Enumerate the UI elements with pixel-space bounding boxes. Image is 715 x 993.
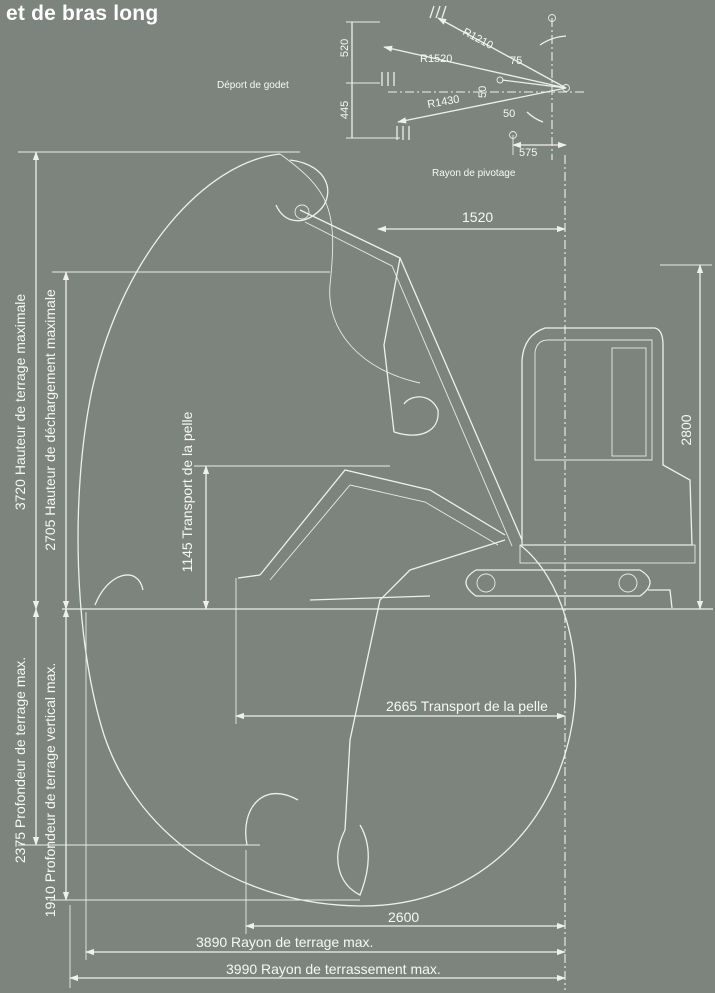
- inset-arm-line: [501, 79, 567, 89]
- angle-50-arc: [526, 111, 544, 123]
- bucket-offset-label: Déport de godet: [217, 80, 289, 91]
- max-vertical-depth-label: 1910 Profondeur de terrage vertical max.: [42, 663, 58, 917]
- cab-window-frame: [534, 339, 653, 461]
- bucket-max-height: [275, 159, 329, 222]
- angle-75-label: 75: [510, 55, 522, 67]
- track-idler-front: [476, 573, 496, 593]
- max-dig-depth-label: 2375 Profondeur de terrage max.: [12, 657, 28, 863]
- arm-dump: [383, 257, 401, 433]
- max-dig-height-label: 3720 Hauteur de terrage maximale: [12, 294, 28, 511]
- boom-poses: [94, 159, 523, 896]
- bucket-offset-inset: [346, 5, 585, 160]
- radius-r1430-label: R1430: [426, 94, 460, 111]
- dim-520-label: 520: [339, 39, 351, 57]
- ground-reach-label: 3890 Rayon de terrage max.: [196, 934, 373, 950]
- page-title: et de bras long: [6, 2, 159, 25]
- bucket-depth-reach: [245, 793, 299, 846]
- arm-max-depth: [344, 539, 506, 831]
- track-sprocket-rear: [618, 573, 638, 593]
- bucket-max-depth: [337, 824, 369, 896]
- dump-envelope-curve: [279, 153, 421, 384]
- bucket-symbol-top: [429, 5, 447, 19]
- arm-ground-level: [309, 595, 431, 601]
- angle-50-label: 50: [503, 108, 515, 120]
- crawler-track: [465, 569, 651, 597]
- max-dump-height-label: 2705 Hauteur de déchargement maximale: [42, 289, 58, 551]
- dim-575-label: 575: [519, 147, 537, 159]
- dim-1520-label: 1520: [462, 209, 493, 225]
- transport-height-label: 1145 Transport de la pelle: [179, 411, 195, 572]
- boom-transport-inner: [269, 484, 499, 581]
- digging-envelope-curve: [77, 153, 577, 907]
- angle-75-arc: [539, 35, 567, 46]
- dim-445-label: 445: [339, 101, 351, 119]
- radius-r1520-label: R1520: [420, 53, 452, 65]
- dim-2600-label: 2600: [388, 909, 419, 925]
- bucket-dump: [393, 396, 439, 436]
- cab-door: [611, 347, 647, 457]
- bucket-transport: [237, 574, 261, 579]
- angle-50-vertical-label: 50: [477, 86, 489, 98]
- boom-max-height-inner: [304, 221, 513, 547]
- radius-r1430-line: [397, 87, 567, 124]
- cab-body: [521, 327, 693, 546]
- inset-pivot-top: [548, 14, 556, 22]
- radius-r1520-line: [383, 45, 567, 89]
- max-reach-label: 3990 Rayon de terrassement max.: [226, 961, 441, 977]
- radius-r1210-line: [437, 17, 567, 89]
- excavator-machine: [465, 327, 696, 609]
- dozer-blade: [648, 589, 673, 609]
- boom-transport: [259, 469, 506, 576]
- bucket-symbol-left: [381, 72, 395, 86]
- upper-frame: [519, 544, 696, 564]
- radius-r1210-label: R1210: [461, 26, 495, 52]
- swing-radius-label: Rayon de pivotage: [432, 168, 516, 179]
- dim-2800-label: 2800: [678, 414, 694, 445]
- transport-length-label: 2665 Transport de la pelle: [386, 698, 548, 714]
- bucket-pin-max-height: [294, 204, 310, 220]
- bucket-ground-reach: [94, 574, 144, 606]
